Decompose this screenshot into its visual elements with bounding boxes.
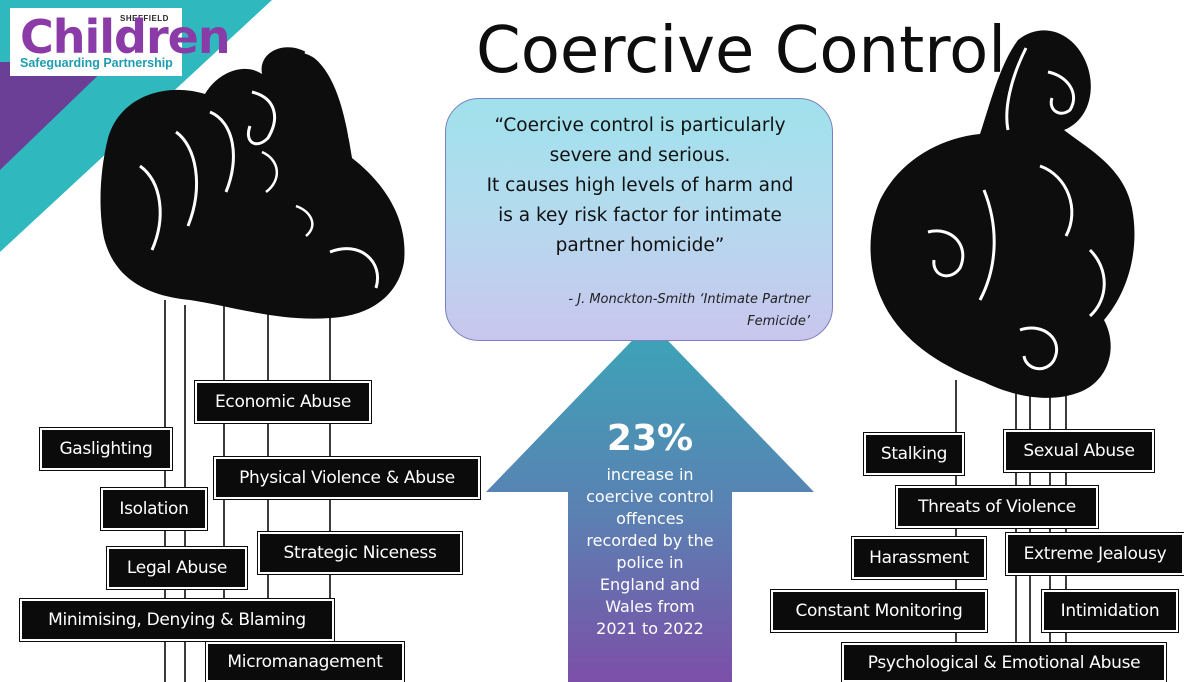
page-title: Coercive Control xyxy=(476,14,1007,88)
attribution-line: Femicide’ xyxy=(747,314,810,329)
label-isolation: Isolation xyxy=(100,487,208,531)
statistic-line: Wales from xyxy=(605,597,695,616)
label-strategic-niceness: Strategic Niceness xyxy=(257,531,463,575)
statistic-value: 23% xyxy=(606,418,694,459)
label-economic-abuse: Economic Abuse xyxy=(194,380,372,424)
left-hand-icon xyxy=(100,47,405,319)
label-minimising-denying-blaming: Minimising, Denying & Blaming xyxy=(19,598,335,642)
quote-line: severe and serious. xyxy=(549,145,731,166)
logo-main-text: Children xyxy=(20,10,231,64)
logo-purple-triangle xyxy=(0,62,112,170)
statistic-line: 2021 to 2022 xyxy=(596,619,704,638)
quote-box: “Coercive control is particularly severe… xyxy=(445,98,833,341)
statistic-description: increase in coercive control offences re… xyxy=(565,464,735,640)
logo-panel xyxy=(10,8,182,76)
label-gaslighting: Gaslighting xyxy=(39,427,173,471)
quote-line: “Coercive control is particularly xyxy=(494,115,786,136)
label-legal-abuse: Legal Abuse xyxy=(106,546,248,590)
label-micromanagement: Micromanagement xyxy=(205,641,405,682)
label-sexual-abuse: Sexual Abuse xyxy=(1003,429,1155,473)
attribution-line: - J. Monckton-Smith ‘Intimate Partner xyxy=(568,292,810,307)
quote-line: It causes high levels of harm and xyxy=(486,175,794,196)
statistic-line: England and xyxy=(599,575,701,594)
label-harassment: Harassment xyxy=(851,536,987,580)
statistic-line: increase in xyxy=(606,465,694,484)
label-extreme-jealousy: Extreme Jealousy xyxy=(1005,532,1184,576)
statistic-line: recorded by the xyxy=(586,531,714,550)
quote-text: “Coercive control is particularly severe… xyxy=(460,111,820,261)
right-hand-icon xyxy=(870,30,1135,398)
label-psychological-emotional-abuse: Psychological & Emotional Abuse xyxy=(841,642,1167,682)
quote-line: partner homicide” xyxy=(555,235,725,256)
label-constant-monitoring: Constant Monitoring xyxy=(770,589,988,633)
statistic-line: police in xyxy=(616,553,684,572)
quote-attribution: - J. Monckton-Smith ‘Intimate Partner Fe… xyxy=(490,289,810,333)
statistic-line: offences xyxy=(616,509,684,528)
logo-sub-text: Safeguarding Partnership xyxy=(20,56,173,70)
logo-small-text: SHEFFIELD xyxy=(120,14,169,23)
label-threats-of-violence: Threats of Violence xyxy=(895,485,1099,529)
quote-line: is a key risk factor for intimate xyxy=(498,205,782,226)
label-intimidation: Intimidation xyxy=(1041,589,1179,633)
label-stalking: Stalking xyxy=(863,432,965,476)
label-physical-violence-abuse: Physical Violence & Abuse xyxy=(213,456,481,500)
statistic-line: coercive control xyxy=(586,487,714,506)
